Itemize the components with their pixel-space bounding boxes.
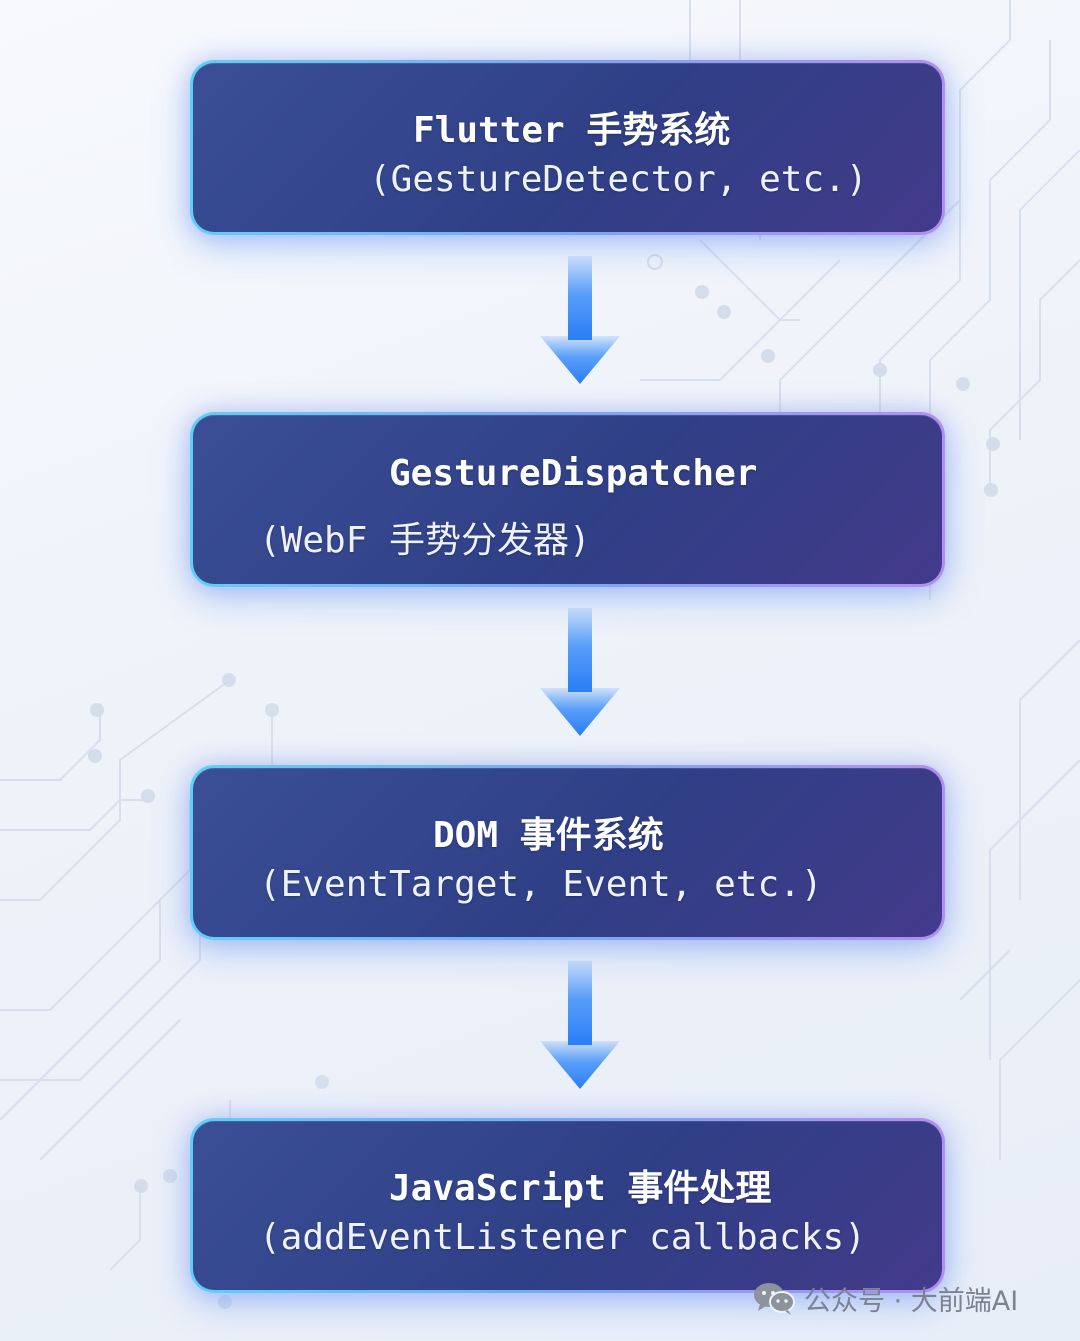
node-title: JavaScript 事件处理 [389,1168,772,1209]
flow-node-flutter-gestures: Flutter 手势系统 (GestureDetector, etc.) [190,60,945,235]
node-subtitle: (GestureDetector, etc.) [369,159,868,200]
node-title: DOM 事件系统 [433,815,664,856]
node-title: Flutter 手势系统 [413,110,731,151]
node-subtitle: (EventTarget, Event, etc.) [259,864,823,905]
flow-arrow-down-icon [540,256,620,384]
flow-node-dom-events: DOM 事件系统 (EventTarget, Event, etc.) [190,765,945,940]
flow-arrow-down-icon [540,961,620,1089]
watermark: 公众号 · 大前端AI [752,1278,1018,1318]
watermark-text: 公众号 · 大前端AI [804,1285,1019,1317]
flow-node-javascript-handlers: JavaScript 事件处理 (addEventListener callba… [190,1118,945,1293]
flow-node-gesture-dispatcher: GestureDispatcher (WebF 手势分发器) [190,412,945,587]
node-subtitle: (addEventListener callbacks) [259,1217,866,1258]
node-title: GestureDispatcher [389,453,758,494]
wechat-icon [754,1283,795,1315]
node-subtitle: (WebF 手势分发器) [259,520,591,561]
flow-arrow-down-icon [540,608,620,736]
